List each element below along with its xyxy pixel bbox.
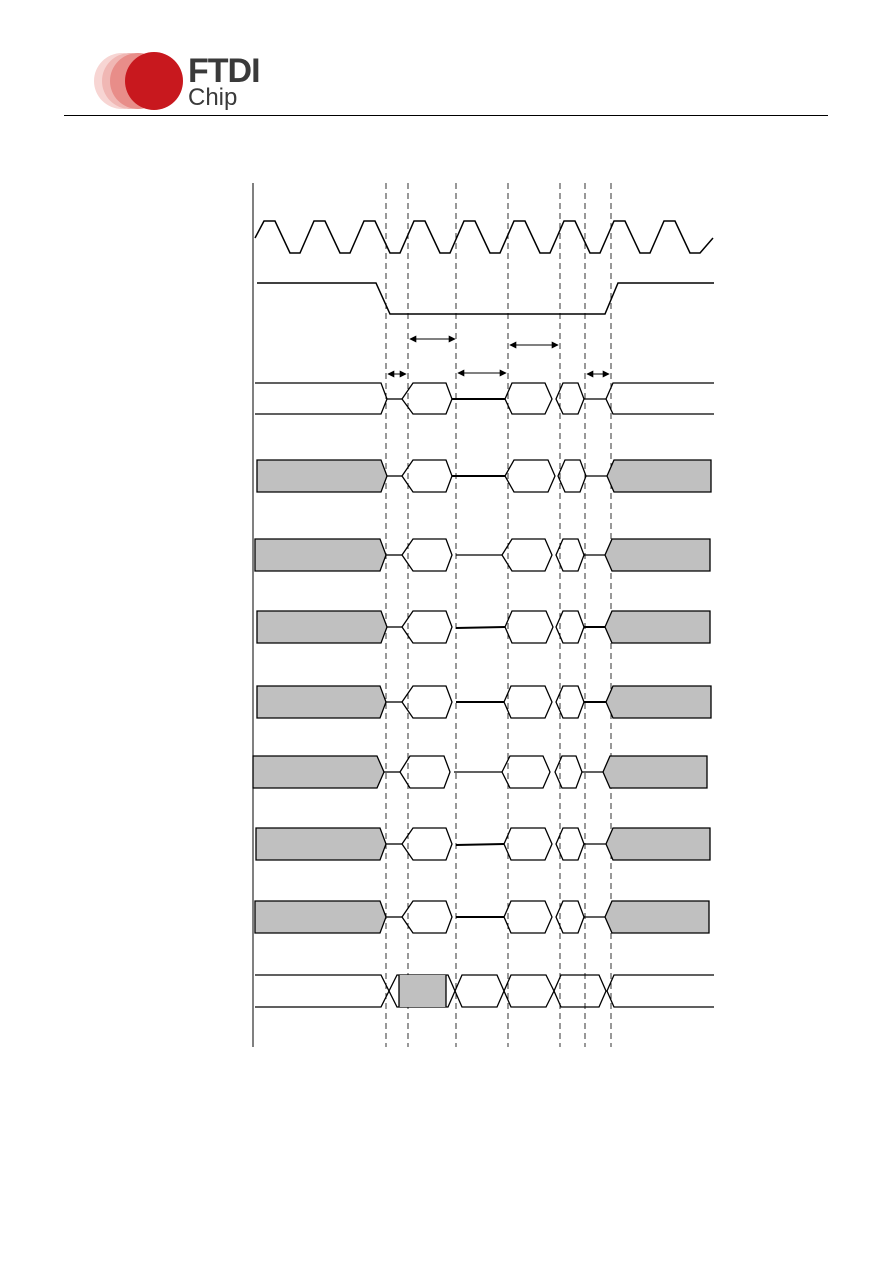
ftdi-chip-logo: FTDI Chip <box>92 50 262 112</box>
bus-row-5 <box>256 685 712 719</box>
bus-row-8 <box>254 900 710 934</box>
bus-row-3 <box>254 538 711 572</box>
brand-subname: Chip <box>188 84 238 111</box>
bus-row-2 <box>256 459 712 493</box>
bus-row-6 <box>252 755 708 789</box>
ftdi-logo-icon <box>94 52 183 110</box>
select-waveform <box>257 282 714 315</box>
timing-arrows <box>387 335 610 378</box>
header-divider <box>64 115 828 116</box>
bus-row-1 <box>255 382 714 415</box>
clock-waveform <box>254 220 714 254</box>
bus-row-7 <box>255 827 711 861</box>
bus-row-4 <box>256 610 711 644</box>
brand-name: FTDI <box>188 52 261 90</box>
bus-row-9 <box>255 974 714 1008</box>
